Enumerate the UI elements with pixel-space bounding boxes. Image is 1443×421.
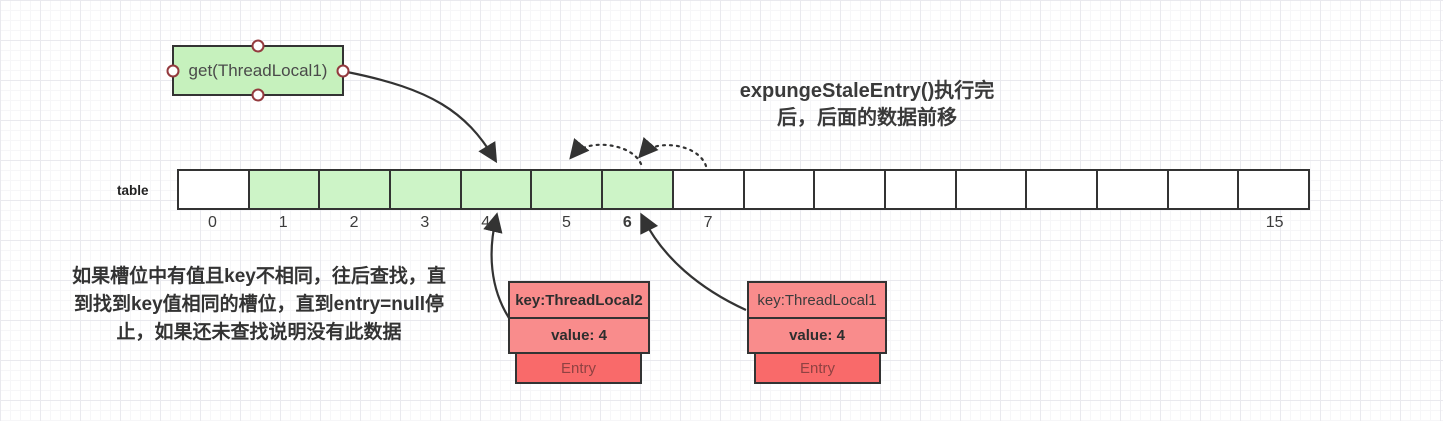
table-cell-1[interactable] (249, 171, 321, 208)
cell-index-label-15: 15 (1265, 214, 1284, 231)
entry2-footer[interactable]: Entry (515, 352, 642, 384)
arrow-get-to-slot4 (346, 70, 498, 164)
entry-box-threadlocal2[interactable]: key:ThreadLocal2 value: 4 Entry (508, 281, 650, 384)
entry-box-threadlocal1[interactable]: key:ThreadLocal1 value: 4 Entry (747, 281, 887, 384)
entry2-value-row[interactable]: value: 4 (508, 317, 650, 354)
table-cell-5[interactable] (532, 171, 604, 208)
table-cell-0[interactable] (179, 171, 250, 208)
cell-index-label-2: 2 (349, 214, 359, 231)
cell-index-label-0: 0 (207, 214, 217, 231)
table-label: table (117, 183, 149, 198)
cell-index-label-4: 4 (481, 214, 491, 231)
note-line-2: 到找到key值相同的槽位，直到entry=null停 (73, 294, 445, 315)
cell-index-label-7: 7 (703, 214, 713, 231)
cell-index-label-3: 3 (420, 214, 430, 231)
note-line-3: 止，如果还未查找说明没有此数据 (116, 322, 402, 343)
table-array[interactable] (177, 169, 1310, 210)
table-cell-12[interactable] (1027, 171, 1098, 208)
table-cell-9[interactable] (815, 171, 886, 208)
table-cell-14[interactable] (1168, 171, 1240, 208)
connection-handle-left[interactable] (166, 64, 180, 77)
dotted-arc-slot6-to-slot5 (569, 138, 643, 166)
title-line-2: 后，后面的数据前移 (777, 107, 957, 129)
note-line-1: 如果槽位中有值且key不相同，往后查找，直 (72, 266, 446, 287)
table-cell-3[interactable] (391, 171, 462, 208)
connection-handle-bottom[interactable] (251, 88, 265, 102)
table-cell-6[interactable] (603, 171, 674, 208)
table-cell-2[interactable] (320, 171, 392, 208)
table-cell-8[interactable] (744, 171, 816, 208)
entry1-value-row[interactable]: value: 4 (747, 317, 887, 354)
connection-handle-right[interactable] (336, 64, 350, 77)
get-threadlocal-shape[interactable]: get(ThreadLocal1) (166, 39, 350, 102)
title-line-1: expungeStaleEntry()执行完 (739, 80, 995, 102)
table-cell-11[interactable] (956, 171, 1028, 208)
cell-index-label-1: 1 (278, 214, 288, 231)
table-cell-15[interactable] (1239, 171, 1308, 208)
entry1-footer[interactable]: Entry (754, 352, 881, 384)
table-cell-13[interactable] (1097, 171, 1169, 208)
lookup-note-text: 如果槽位中有值且key不相同，往后查找，直 到找到key值相同的槽位，直到ent… (36, 263, 482, 347)
table-cell-7[interactable] (673, 171, 745, 208)
get-threadlocal-label: get(ThreadLocal1) (188, 60, 328, 80)
cell-index-label-5: 5 (562, 214, 571, 231)
table-cell-10[interactable] (885, 171, 957, 208)
cell-index-label-6: 6 (622, 214, 632, 231)
table-cell-4[interactable] (461, 171, 533, 208)
entry1-key-row[interactable]: key:ThreadLocal1 (747, 281, 887, 319)
entry2-key-row[interactable]: key:ThreadLocal2 (508, 281, 650, 319)
connection-handle-top[interactable] (251, 39, 265, 53)
expunge-title-text: expungeStaleEntry()执行完 后，后面的数据前移 (697, 78, 1037, 132)
dotted-arc-slot7-to-slot6 (638, 137, 708, 168)
arrow-entry2-to-slot4 (483, 212, 510, 319)
